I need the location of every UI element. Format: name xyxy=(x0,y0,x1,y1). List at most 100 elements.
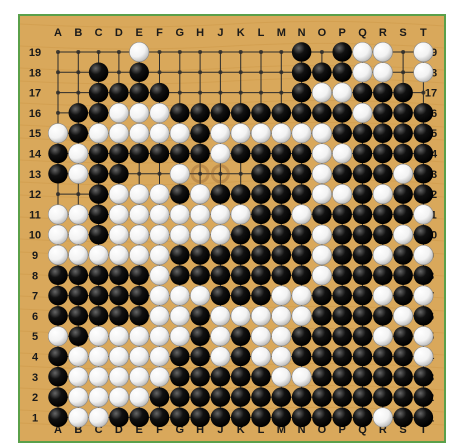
black-stone[interactable] xyxy=(312,286,331,305)
white-stone[interactable] xyxy=(272,286,291,305)
white-stone[interactable] xyxy=(373,184,392,203)
black-stone[interactable] xyxy=(231,245,250,264)
white-stone[interactable] xyxy=(69,164,88,183)
black-stone[interactable] xyxy=(69,266,88,285)
white-stone[interactable] xyxy=(150,123,169,142)
black-stone[interactable] xyxy=(109,83,128,102)
black-stone[interactable] xyxy=(353,225,372,244)
empty-point-dot[interactable] xyxy=(97,50,101,54)
black-stone[interactable] xyxy=(48,164,67,183)
white-stone[interactable] xyxy=(312,164,331,183)
black-stone[interactable] xyxy=(231,103,250,122)
black-stone[interactable] xyxy=(332,42,351,61)
black-stone[interactable] xyxy=(332,387,351,406)
black-stone[interactable] xyxy=(393,326,412,345)
black-stone[interactable] xyxy=(414,387,433,406)
white-stone[interactable] xyxy=(170,326,189,345)
white-stone[interactable] xyxy=(150,103,169,122)
black-stone[interactable] xyxy=(211,266,230,285)
empty-point-dot[interactable] xyxy=(158,70,162,74)
black-stone[interactable] xyxy=(170,184,189,203)
black-stone[interactable] xyxy=(414,184,433,203)
black-stone[interactable] xyxy=(272,408,291,427)
white-stone[interactable] xyxy=(312,123,331,142)
black-stone[interactable] xyxy=(190,245,209,264)
black-stone[interactable] xyxy=(292,225,311,244)
black-stone[interactable] xyxy=(353,286,372,305)
white-stone[interactable] xyxy=(332,144,351,163)
white-stone[interactable] xyxy=(69,144,88,163)
white-stone[interactable] xyxy=(109,205,128,224)
white-stone[interactable] xyxy=(272,306,291,325)
empty-point-dot[interactable] xyxy=(178,70,182,74)
white-stone[interactable] xyxy=(373,286,392,305)
black-stone[interactable] xyxy=(231,367,250,386)
black-stone[interactable] xyxy=(211,103,230,122)
black-stone[interactable] xyxy=(190,408,209,427)
black-stone[interactable] xyxy=(373,83,392,102)
black-stone[interactable] xyxy=(373,387,392,406)
white-stone[interactable] xyxy=(312,184,331,203)
black-stone[interactable] xyxy=(414,408,433,427)
black-stone[interactable] xyxy=(332,103,351,122)
black-stone[interactable] xyxy=(251,387,270,406)
white-stone[interactable] xyxy=(211,347,230,366)
black-stone[interactable] xyxy=(48,347,67,366)
black-stone[interactable] xyxy=(272,245,291,264)
white-stone[interactable] xyxy=(353,103,372,122)
black-stone[interactable] xyxy=(332,266,351,285)
white-stone[interactable] xyxy=(312,144,331,163)
black-stone[interactable] xyxy=(109,286,128,305)
black-stone[interactable] xyxy=(190,347,209,366)
white-stone[interactable] xyxy=(109,245,128,264)
white-stone[interactable] xyxy=(292,205,311,224)
black-stone[interactable] xyxy=(373,225,392,244)
white-stone[interactable] xyxy=(89,326,108,345)
empty-point-dot[interactable] xyxy=(158,172,162,176)
white-stone[interactable] xyxy=(89,123,108,142)
black-stone[interactable] xyxy=(353,123,372,142)
black-stone[interactable] xyxy=(129,408,148,427)
white-stone[interactable] xyxy=(170,225,189,244)
empty-point-dot[interactable] xyxy=(56,111,60,115)
empty-point-dot[interactable] xyxy=(259,70,263,74)
black-stone[interactable] xyxy=(69,326,88,345)
black-stone[interactable] xyxy=(251,245,270,264)
white-stone[interactable] xyxy=(89,387,108,406)
black-stone[interactable] xyxy=(109,408,128,427)
white-stone[interactable] xyxy=(150,225,169,244)
white-stone[interactable] xyxy=(251,326,270,345)
black-stone[interactable] xyxy=(190,367,209,386)
white-stone[interactable] xyxy=(69,387,88,406)
black-stone[interactable] xyxy=(231,326,250,345)
white-stone[interactable] xyxy=(69,408,88,427)
black-stone[interactable] xyxy=(332,408,351,427)
white-stone[interactable] xyxy=(170,205,189,224)
black-stone[interactable] xyxy=(251,286,270,305)
white-stone[interactable] xyxy=(89,408,108,427)
black-stone[interactable] xyxy=(292,184,311,203)
white-stone[interactable] xyxy=(150,347,169,366)
white-stone[interactable] xyxy=(414,347,433,366)
black-stone[interactable] xyxy=(414,266,433,285)
black-stone[interactable] xyxy=(109,266,128,285)
black-stone[interactable] xyxy=(231,408,250,427)
black-stone[interactable] xyxy=(211,367,230,386)
empty-point-dot[interactable] xyxy=(117,70,121,74)
black-stone[interactable] xyxy=(332,347,351,366)
empty-point-dot[interactable] xyxy=(401,50,405,54)
white-stone[interactable] xyxy=(251,123,270,142)
white-stone[interactable] xyxy=(129,347,148,366)
black-stone[interactable] xyxy=(272,266,291,285)
black-stone[interactable] xyxy=(353,347,372,366)
black-stone[interactable] xyxy=(414,225,433,244)
black-stone[interactable] xyxy=(89,184,108,203)
white-stone[interactable] xyxy=(150,367,169,386)
empty-point-dot[interactable] xyxy=(117,50,121,54)
white-stone[interactable] xyxy=(170,306,189,325)
white-stone[interactable] xyxy=(69,225,88,244)
black-stone[interactable] xyxy=(414,306,433,325)
black-stone[interactable] xyxy=(292,103,311,122)
black-stone[interactable] xyxy=(211,387,230,406)
